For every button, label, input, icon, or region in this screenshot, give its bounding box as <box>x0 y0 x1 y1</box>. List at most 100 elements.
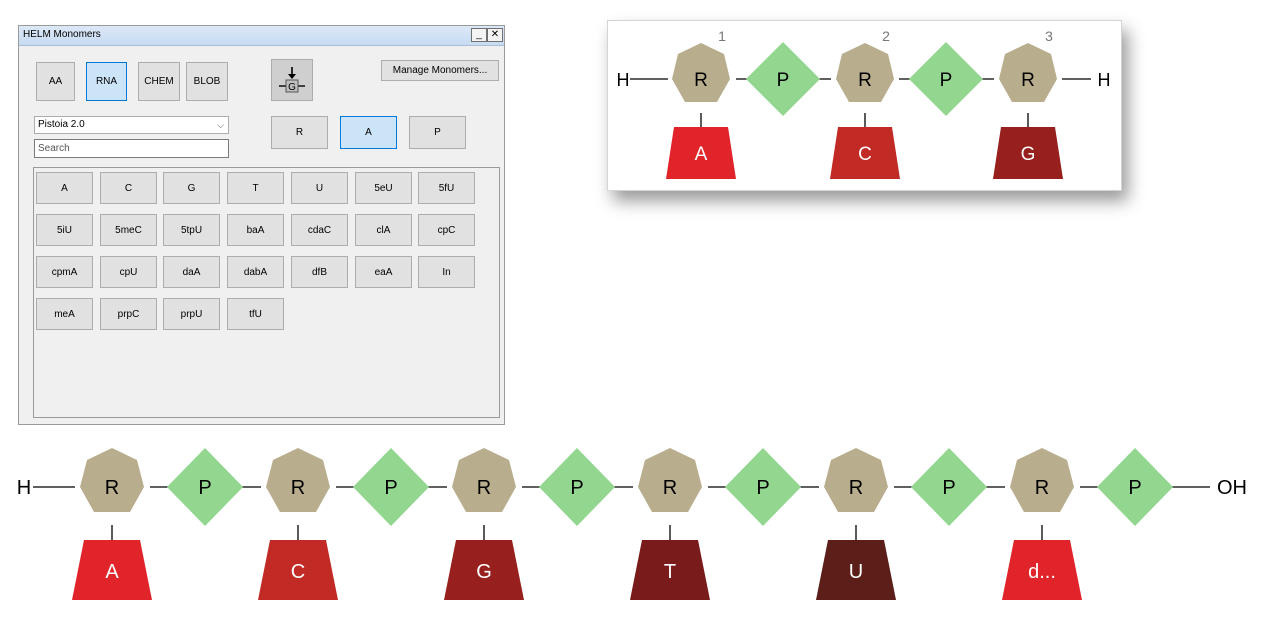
small-sequence-diagram: H H 1 2 3 R R R P P A C G <box>617 28 1111 179</box>
polymer-type-chem-button[interactable]: CHEM <box>138 62 180 101</box>
sugar-label: R <box>1035 477 1049 499</box>
base-label: G <box>1021 144 1036 165</box>
sugar-monomer[interactable] <box>266 448 330 512</box>
sugar-monomer[interactable] <box>80 448 144 512</box>
search-input[interactable] <box>34 139 229 158</box>
phosphate-label: P <box>777 70 790 91</box>
base-label: A <box>695 144 708 165</box>
sugar-label: R <box>694 70 708 91</box>
monomer-button[interactable]: 5tpU <box>163 214 220 246</box>
base-monomer[interactable] <box>1002 540 1082 600</box>
start-cap-label: H <box>17 477 31 499</box>
monomer-set-value: Pistoia 2.0 <box>38 119 85 130</box>
svg-text:G: G <box>288 82 296 93</box>
position-number: 2 <box>882 28 890 44</box>
phosphate-label: P <box>940 70 953 91</box>
monomer-button[interactable]: dabA <box>227 256 284 288</box>
monomer-button[interactable]: daA <box>163 256 220 288</box>
monomer-button[interactable]: A <box>36 172 93 204</box>
phosphate-monomer[interactable] <box>911 448 987 526</box>
base-label: G <box>476 561 492 583</box>
title-bar[interactable]: HELM Monomers _ ✕ <box>19 26 504 46</box>
sugar-label: R <box>477 477 491 499</box>
sugar-label: R <box>291 477 305 499</box>
large-sequence-diagram: H OH R R R R R R P P P P P P A C G T U d… <box>17 448 1247 600</box>
monomer-button[interactable]: G <box>163 172 220 204</box>
base-monomer[interactable] <box>993 127 1063 179</box>
phosphate-monomer[interactable] <box>909 42 983 116</box>
position-number: 3 <box>1045 28 1053 44</box>
monomer-button[interactable]: tfU <box>227 298 284 330</box>
insert-monomer-tool-button[interactable]: G <box>271 59 313 101</box>
monomer-button[interactable]: eaA <box>355 256 412 288</box>
monomer-button[interactable]: 5eU <box>355 172 412 204</box>
base-monomer[interactable] <box>666 127 736 179</box>
close-button[interactable]: ✕ <box>487 28 503 42</box>
monomer-button[interactable]: dfB <box>291 256 348 288</box>
phosphate-monomer[interactable] <box>353 448 429 526</box>
base-monomer[interactable] <box>444 540 524 600</box>
polymer-type-blob-button[interactable]: BLOB <box>186 62 228 101</box>
sugar-label: R <box>663 477 677 499</box>
phosphate-monomer[interactable] <box>725 448 801 526</box>
monomer-button[interactable]: baA <box>227 214 284 246</box>
sugar-monomer[interactable] <box>999 43 1057 102</box>
sugar-monomer[interactable] <box>672 43 730 102</box>
sugar-monomer[interactable] <box>1010 448 1074 512</box>
base-label: C <box>291 561 305 583</box>
window-title: HELM Monomers <box>23 29 101 40</box>
end-cap-label: H <box>1098 70 1111 90</box>
monomer-button[interactable]: 5iU <box>36 214 93 246</box>
sugar-label: R <box>1021 70 1035 91</box>
monomer-button[interactable]: cpU <box>100 256 157 288</box>
phosphate-label: P <box>1128 477 1141 499</box>
monomer-button[interactable]: 5meC <box>100 214 157 246</box>
minimize-button[interactable]: _ <box>471 28 487 42</box>
phosphate-label: P <box>756 477 769 499</box>
monomer-set-select[interactable]: Pistoia 2.0 ⌵ <box>34 116 229 134</box>
sugar-monomer[interactable] <box>452 448 516 512</box>
phosphate-label: P <box>942 477 955 499</box>
monomer-button[interactable]: cpmA <box>36 256 93 288</box>
polymer-type-aa-button[interactable]: AA <box>36 62 75 101</box>
monomer-button[interactable]: 5fU <box>418 172 475 204</box>
end-cap-label: OH <box>1217 477 1247 499</box>
monomer-button[interactable]: clA <box>355 214 412 246</box>
base-monomer[interactable] <box>72 540 152 600</box>
polymer-type-rna-button[interactable]: RNA <box>86 62 127 101</box>
helm-monomers-window: HELM Monomers _ ✕ AA RNA CHEM BLOB G Man… <box>18 25 505 425</box>
monomer-button[interactable]: In <box>418 256 475 288</box>
phosphate-monomer[interactable] <box>746 42 820 116</box>
base-label: d... <box>1028 561 1056 583</box>
arrow-down-into-g-monomer-icon: G <box>279 67 305 93</box>
base-monomer[interactable] <box>258 540 338 600</box>
monomer-button[interactable]: T <box>227 172 284 204</box>
base-label: C <box>858 144 872 165</box>
base-label: A <box>105 561 119 583</box>
position-number: 1 <box>718 28 726 44</box>
start-cap-label: H <box>617 70 630 90</box>
phosphate-monomer[interactable] <box>1097 448 1173 526</box>
sugar-monomer[interactable] <box>824 448 888 512</box>
base-monomer[interactable] <box>816 540 896 600</box>
monomer-button[interactable]: C <box>100 172 157 204</box>
chevron-down-icon: ⌵ <box>217 120 224 130</box>
rna-part-p-button[interactable]: P <box>409 116 466 149</box>
monomer-button[interactable]: U <box>291 172 348 204</box>
base-monomer[interactable] <box>630 540 710 600</box>
sugar-monomer[interactable] <box>638 448 702 512</box>
manage-monomers-button[interactable]: Manage Monomers... <box>381 60 499 81</box>
phosphate-label: P <box>570 477 583 499</box>
sugar-monomer[interactable] <box>836 43 894 102</box>
monomer-button[interactable]: cpC <box>418 214 475 246</box>
monomer-button[interactable]: prpC <box>100 298 157 330</box>
sugar-label: R <box>105 477 119 499</box>
phosphate-monomer[interactable] <box>167 448 243 526</box>
monomer-button[interactable]: cdaC <box>291 214 348 246</box>
rna-part-a-button[interactable]: A <box>340 116 397 149</box>
rna-part-r-button[interactable]: R <box>271 116 328 149</box>
monomer-button[interactable]: prpU <box>163 298 220 330</box>
base-monomer[interactable] <box>830 127 900 179</box>
monomer-button[interactable]: meA <box>36 298 93 330</box>
phosphate-monomer[interactable] <box>539 448 615 526</box>
